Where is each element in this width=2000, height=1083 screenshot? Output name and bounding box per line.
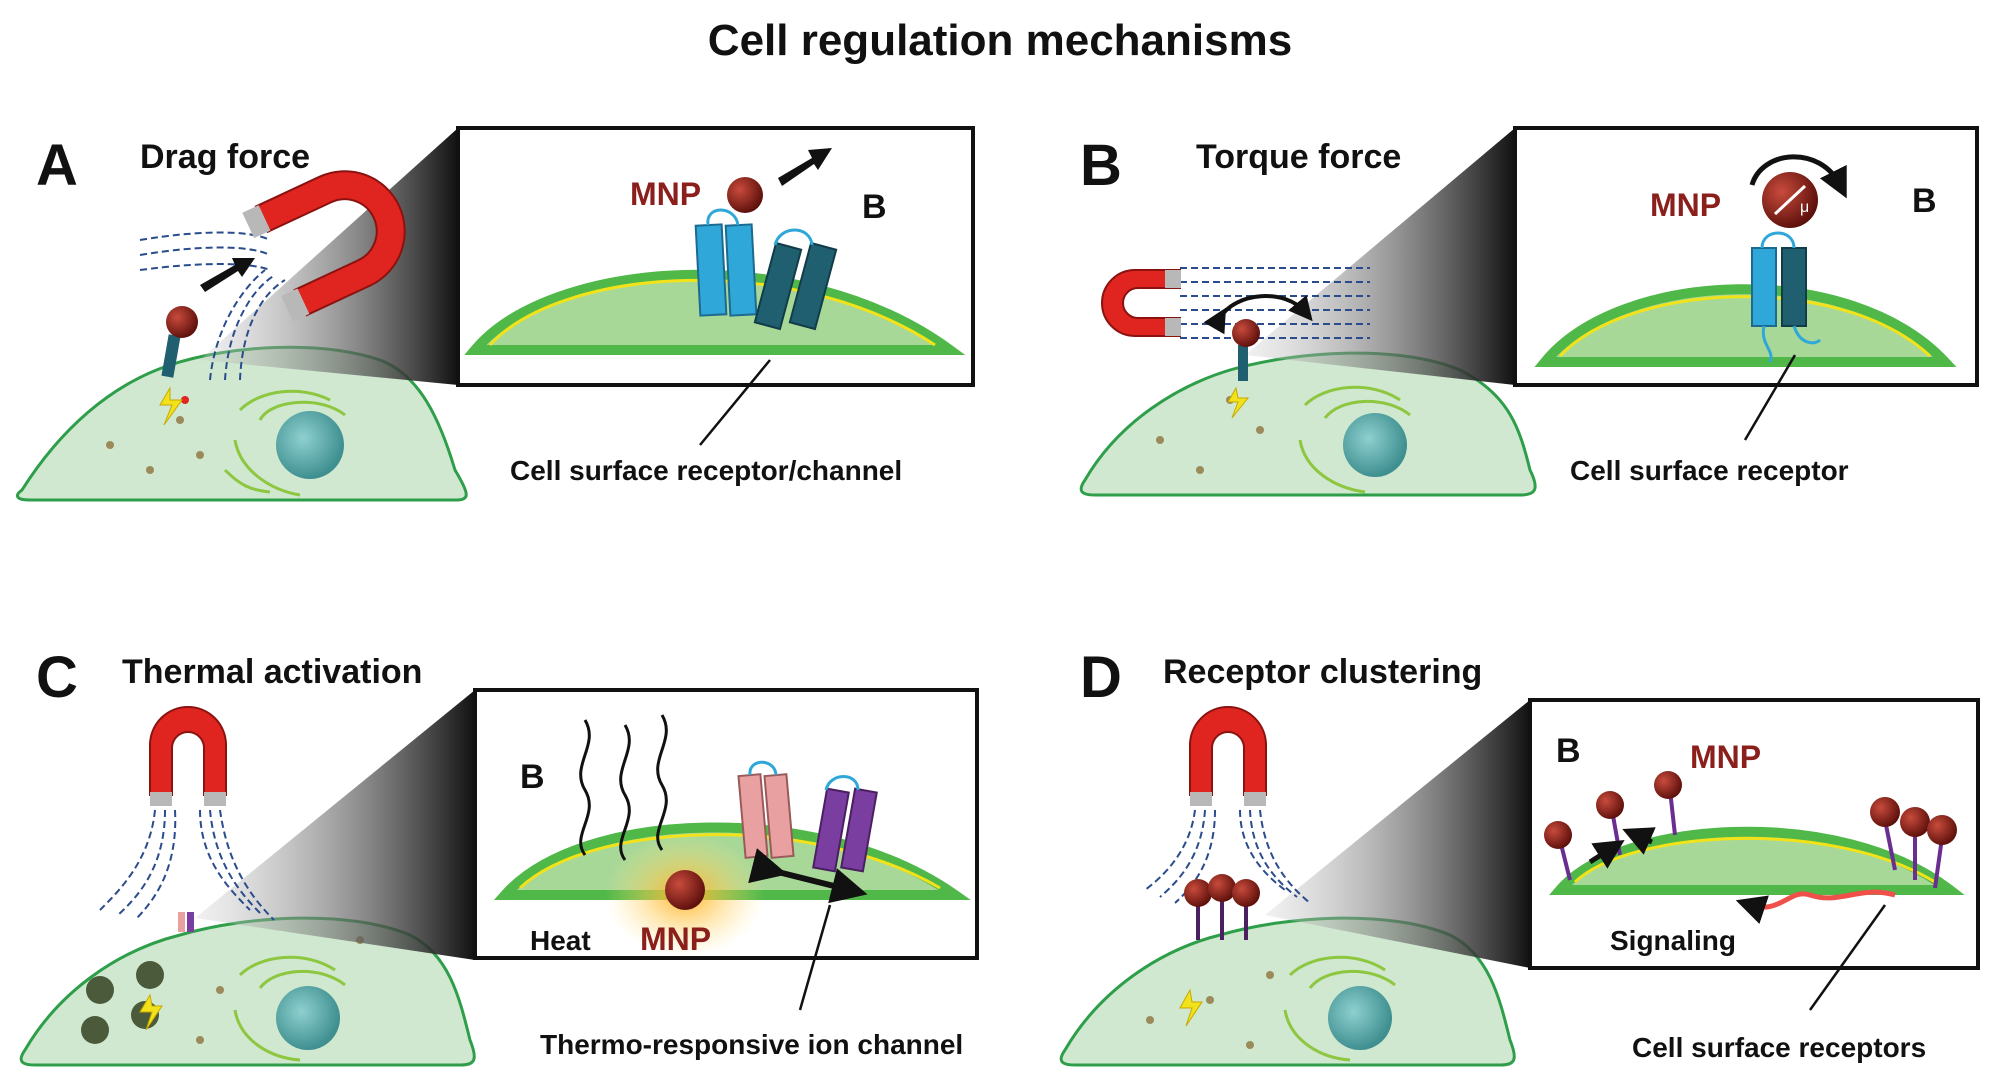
panel-b-callout-line [1743, 354, 1797, 441]
panel-c-callout-line [798, 904, 832, 1011]
panel-d-golgi [1283, 955, 1396, 1062]
panel-a-drag-arrow [200, 258, 255, 292]
panel-a-lightning-icon [159, 386, 183, 426]
panel-c-letter: C [36, 645, 78, 710]
panel-a-nucleus [276, 411, 344, 479]
panel-a-callout: Cell surface receptor/channel [510, 455, 902, 486]
panel-d-magnet [1189, 706, 1267, 806]
panel-d-inset-mnp-label: MNP [1690, 739, 1761, 775]
panel-d-scattered-receptors [1544, 771, 1682, 881]
panel-b-magnet [1101, 269, 1181, 337]
panel-c: C Thermal activation [19, 645, 979, 1067]
panel-b-title: Torque force [1196, 138, 1401, 176]
panel-d-surface-cluster [1184, 874, 1260, 940]
panel-c-heat-label: Heat [530, 925, 591, 956]
panel-b-letter: B [1080, 133, 1122, 198]
panel-b-callout: Cell surface receptor [1570, 455, 1849, 486]
panel-c-lightning-icon [139, 993, 163, 1031]
panel-d-nucleus [1328, 986, 1392, 1050]
panel-b-mnp-particle [1232, 319, 1260, 347]
panel-a-receptor-channel [694, 208, 838, 331]
panel-c-title: Thermal activation [122, 653, 422, 691]
panel-a-zoom-funnel [200, 128, 458, 385]
panel-b-lightning-icon [1227, 386, 1250, 419]
panel-b-golgi [1298, 385, 1411, 494]
panel-a-inset-letter: B [862, 188, 887, 226]
panel-c-surface-channel [178, 912, 194, 932]
panel-c-gating-arrow [748, 848, 868, 904]
panel-b-moment-symbol: μ [1800, 199, 1809, 216]
panel-b-receptor-dimer [1751, 231, 1822, 363]
panel-b-rotation-arrow [1203, 294, 1313, 335]
panel-b-inset-mnp-label: MNP [1650, 187, 1721, 223]
panel-a-field-lines [139, 231, 286, 381]
panel-c-nucleus [276, 986, 340, 1050]
panel-c-callout: Thermo-responsive ion channel [540, 1029, 963, 1060]
panel-a-callout-line [699, 359, 771, 446]
panel-c-inset-mnp-label: MNP [640, 921, 711, 957]
panel-a: A Drag force [16, 126, 975, 502]
panel-c-zoom-funnel [195, 690, 475, 960]
panel-d-callout-line [1808, 904, 1887, 1011]
panel-d-title: Receptor clustering [1163, 653, 1482, 691]
panel-b: B Torque force [1079, 126, 1979, 497]
panel-a-inset-mnp-particle [727, 177, 763, 213]
panel-a-red-dot [181, 396, 189, 404]
panel-b-inset-membrane [1534, 284, 1957, 367]
panel-d-zoom-funnel [1265, 700, 1530, 968]
panel-a-inset-mnp-label: MNP [630, 176, 701, 212]
panel-d-signaling-arrow [1735, 889, 1896, 924]
panel-b-receptor [1238, 345, 1248, 381]
panel-d-callout: Cell surface receptors [1632, 1032, 1926, 1063]
panel-a-title: Drag force [140, 138, 310, 176]
panel-b-inset-letter: B [1912, 182, 1937, 220]
panel-a-magnet [242, 170, 406, 322]
panel-a-vesicles [106, 416, 204, 474]
panel-c-heat-waves [579, 714, 668, 861]
panel-a-receptor [161, 334, 181, 378]
panel-c-field-lines [99, 809, 275, 921]
panel-b-moment-line [1773, 184, 1807, 216]
panel-b-torque-arrow [1749, 154, 1847, 199]
panel-c-inset-letter: B [520, 758, 545, 796]
panel-c-membrane-line [518, 833, 941, 890]
panel-a-inset-arrow [778, 148, 832, 186]
panel-d-field-lines [1144, 809, 1311, 904]
panel-a-membrane-line [488, 278, 936, 347]
panel-c-inset-mnp-particle [665, 870, 705, 910]
panel-d-vesicles [1146, 971, 1274, 1049]
panel-d-clustered-receptors [1870, 797, 1957, 889]
panel-d-signaling-label: Signaling [1610, 925, 1736, 956]
panel-d: D Receptor clustering [1059, 645, 1980, 1067]
panel-d-lightning-icon [1179, 988, 1203, 1027]
panel-d-inset-letter: B [1556, 732, 1581, 770]
panel-b-nucleus [1343, 413, 1407, 477]
panel-c-golgi [233, 955, 346, 1062]
panel-d-migration-arrows [1588, 827, 1656, 869]
panel-a-mnp-particle [166, 306, 198, 338]
panel-a-letter: A [36, 133, 78, 198]
figure-title: Cell regulation mechanisms [708, 16, 1292, 65]
panel-b-membrane-line [1558, 295, 1932, 358]
panel-a-golgi [223, 389, 346, 497]
panel-d-letter: D [1080, 645, 1122, 710]
panel-c-magnet [149, 706, 227, 806]
